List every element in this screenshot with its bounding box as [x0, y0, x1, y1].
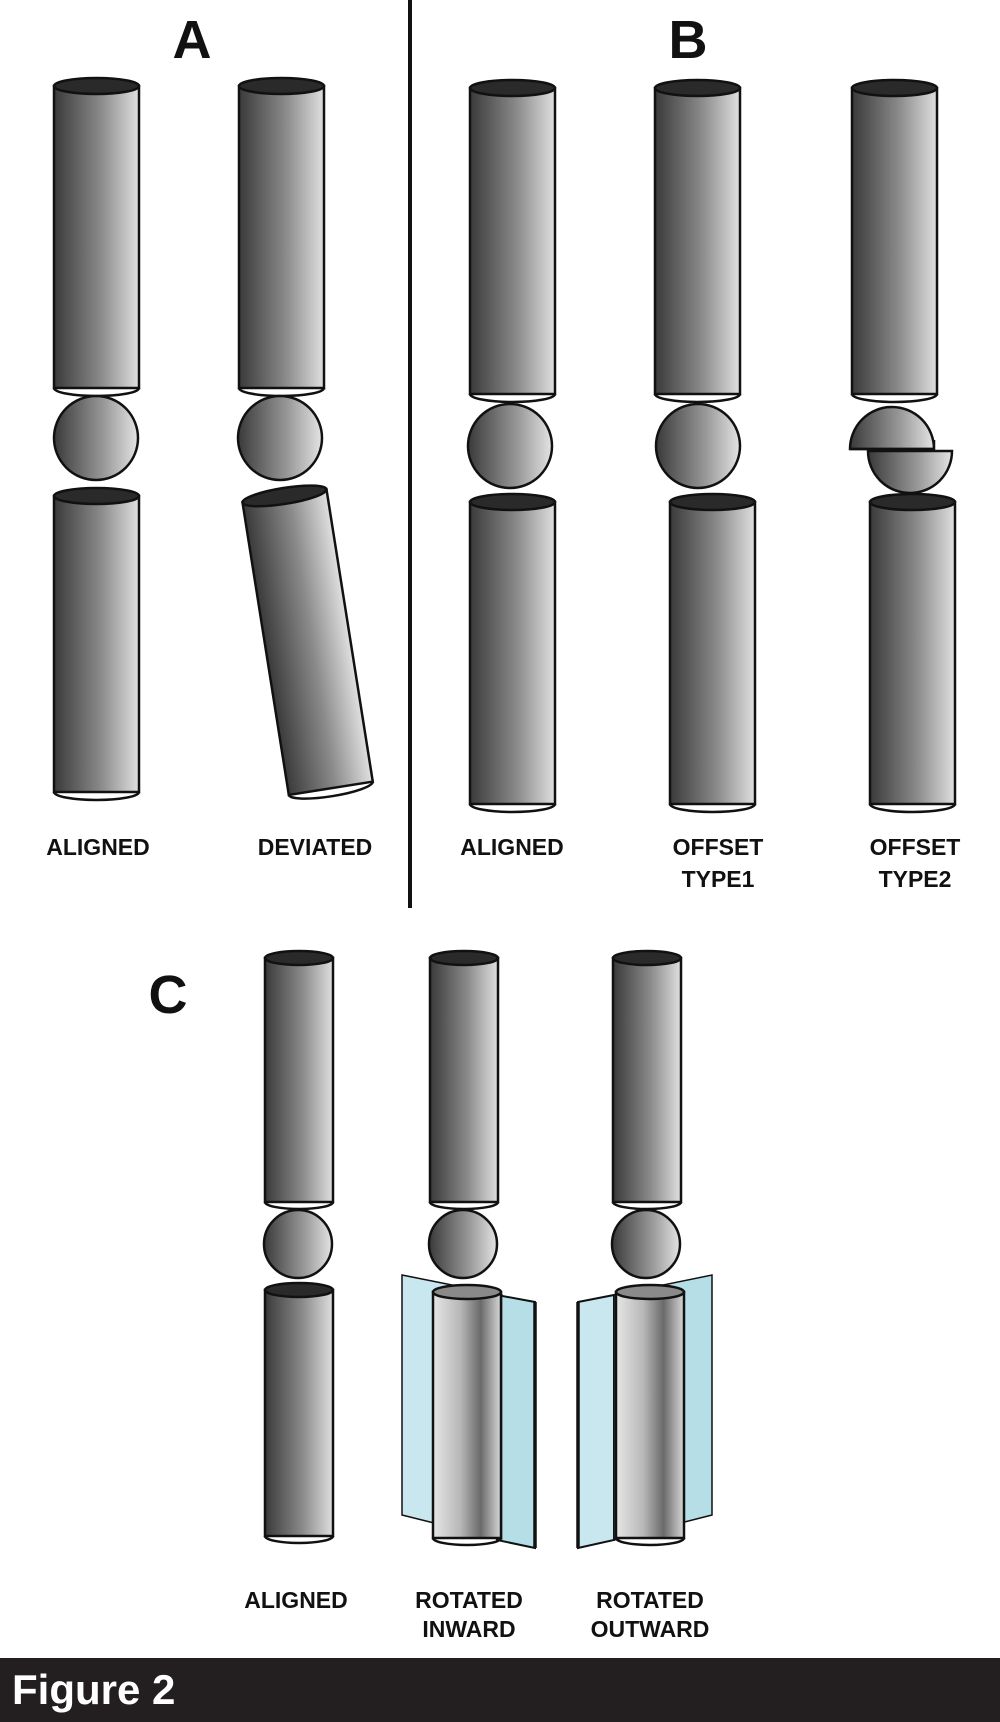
lower-cylinder-deviated [241, 484, 375, 800]
upper-cylinder [52, 76, 141, 398]
joint-ball [262, 1208, 334, 1280]
lower-cylinder-rotated [431, 1283, 503, 1547]
panel-c-rotated-outward-joint [576, 949, 713, 1550]
joint-ball [52, 394, 140, 482]
upper-cylinder [611, 949, 683, 1211]
label-a-aligned: ALIGNED [46, 834, 150, 860]
label-c-outward-line2: OUTWARD [591, 1616, 710, 1642]
label-c-inward-line1: ROTATED [415, 1587, 523, 1613]
label-c-aligned: ALIGNED [244, 1587, 348, 1613]
panel-a-aligned-joint [52, 76, 141, 802]
upper-cylinder [653, 78, 742, 404]
joint-ball [427, 1208, 499, 1280]
panel-a-deviated-joint [236, 76, 375, 800]
panel-b-offset-type2-joint [848, 78, 957, 814]
upper-cylinder [468, 78, 557, 404]
split-ball [848, 405, 954, 495]
figure-caption-bar: Figure 2 [0, 1658, 1000, 1722]
upper-cylinder [263, 949, 335, 1211]
panel-letter-c: C [149, 965, 188, 1025]
panel-b-aligned-joint [466, 78, 557, 814]
lower-cylinder-offset [668, 492, 757, 814]
panel-c-aligned-joint [262, 949, 335, 1545]
joint-ball [610, 1208, 682, 1280]
label-b-aligned: ALIGNED [460, 834, 564, 860]
upper-cylinder [850, 78, 939, 404]
panel-letter-b: B [669, 10, 708, 70]
lower-cylinder [52, 486, 141, 802]
joint-ball [466, 402, 554, 490]
figure-title: Figure 2 [12, 1666, 176, 1713]
panel-letter-a: A [173, 10, 212, 70]
joint-ball [654, 402, 742, 490]
label-b-offset2-line1: OFFSET [870, 834, 961, 860]
label-c-inward-line2: INWARD [422, 1616, 515, 1642]
label-b-offset1-line1: OFFSET [673, 834, 764, 860]
label-b-offset1-line2: TYPE1 [682, 866, 755, 892]
label-b-offset2-line2: TYPE2 [879, 866, 952, 892]
upper-cylinder [237, 76, 326, 398]
lower-cylinder [468, 492, 557, 814]
lower-cylinder-offset [868, 492, 957, 814]
panel-c-rotated-inward-joint [401, 949, 537, 1550]
joint-ball [236, 394, 324, 482]
lower-cylinder [263, 1281, 335, 1545]
label-c-outward-line1: ROTATED [596, 1587, 704, 1613]
lower-cylinder-rotated [614, 1283, 686, 1547]
label-a-deviated: DEVIATED [258, 834, 373, 860]
panel-b-offset-type1-joint [653, 78, 757, 814]
upper-cylinder [428, 949, 500, 1211]
